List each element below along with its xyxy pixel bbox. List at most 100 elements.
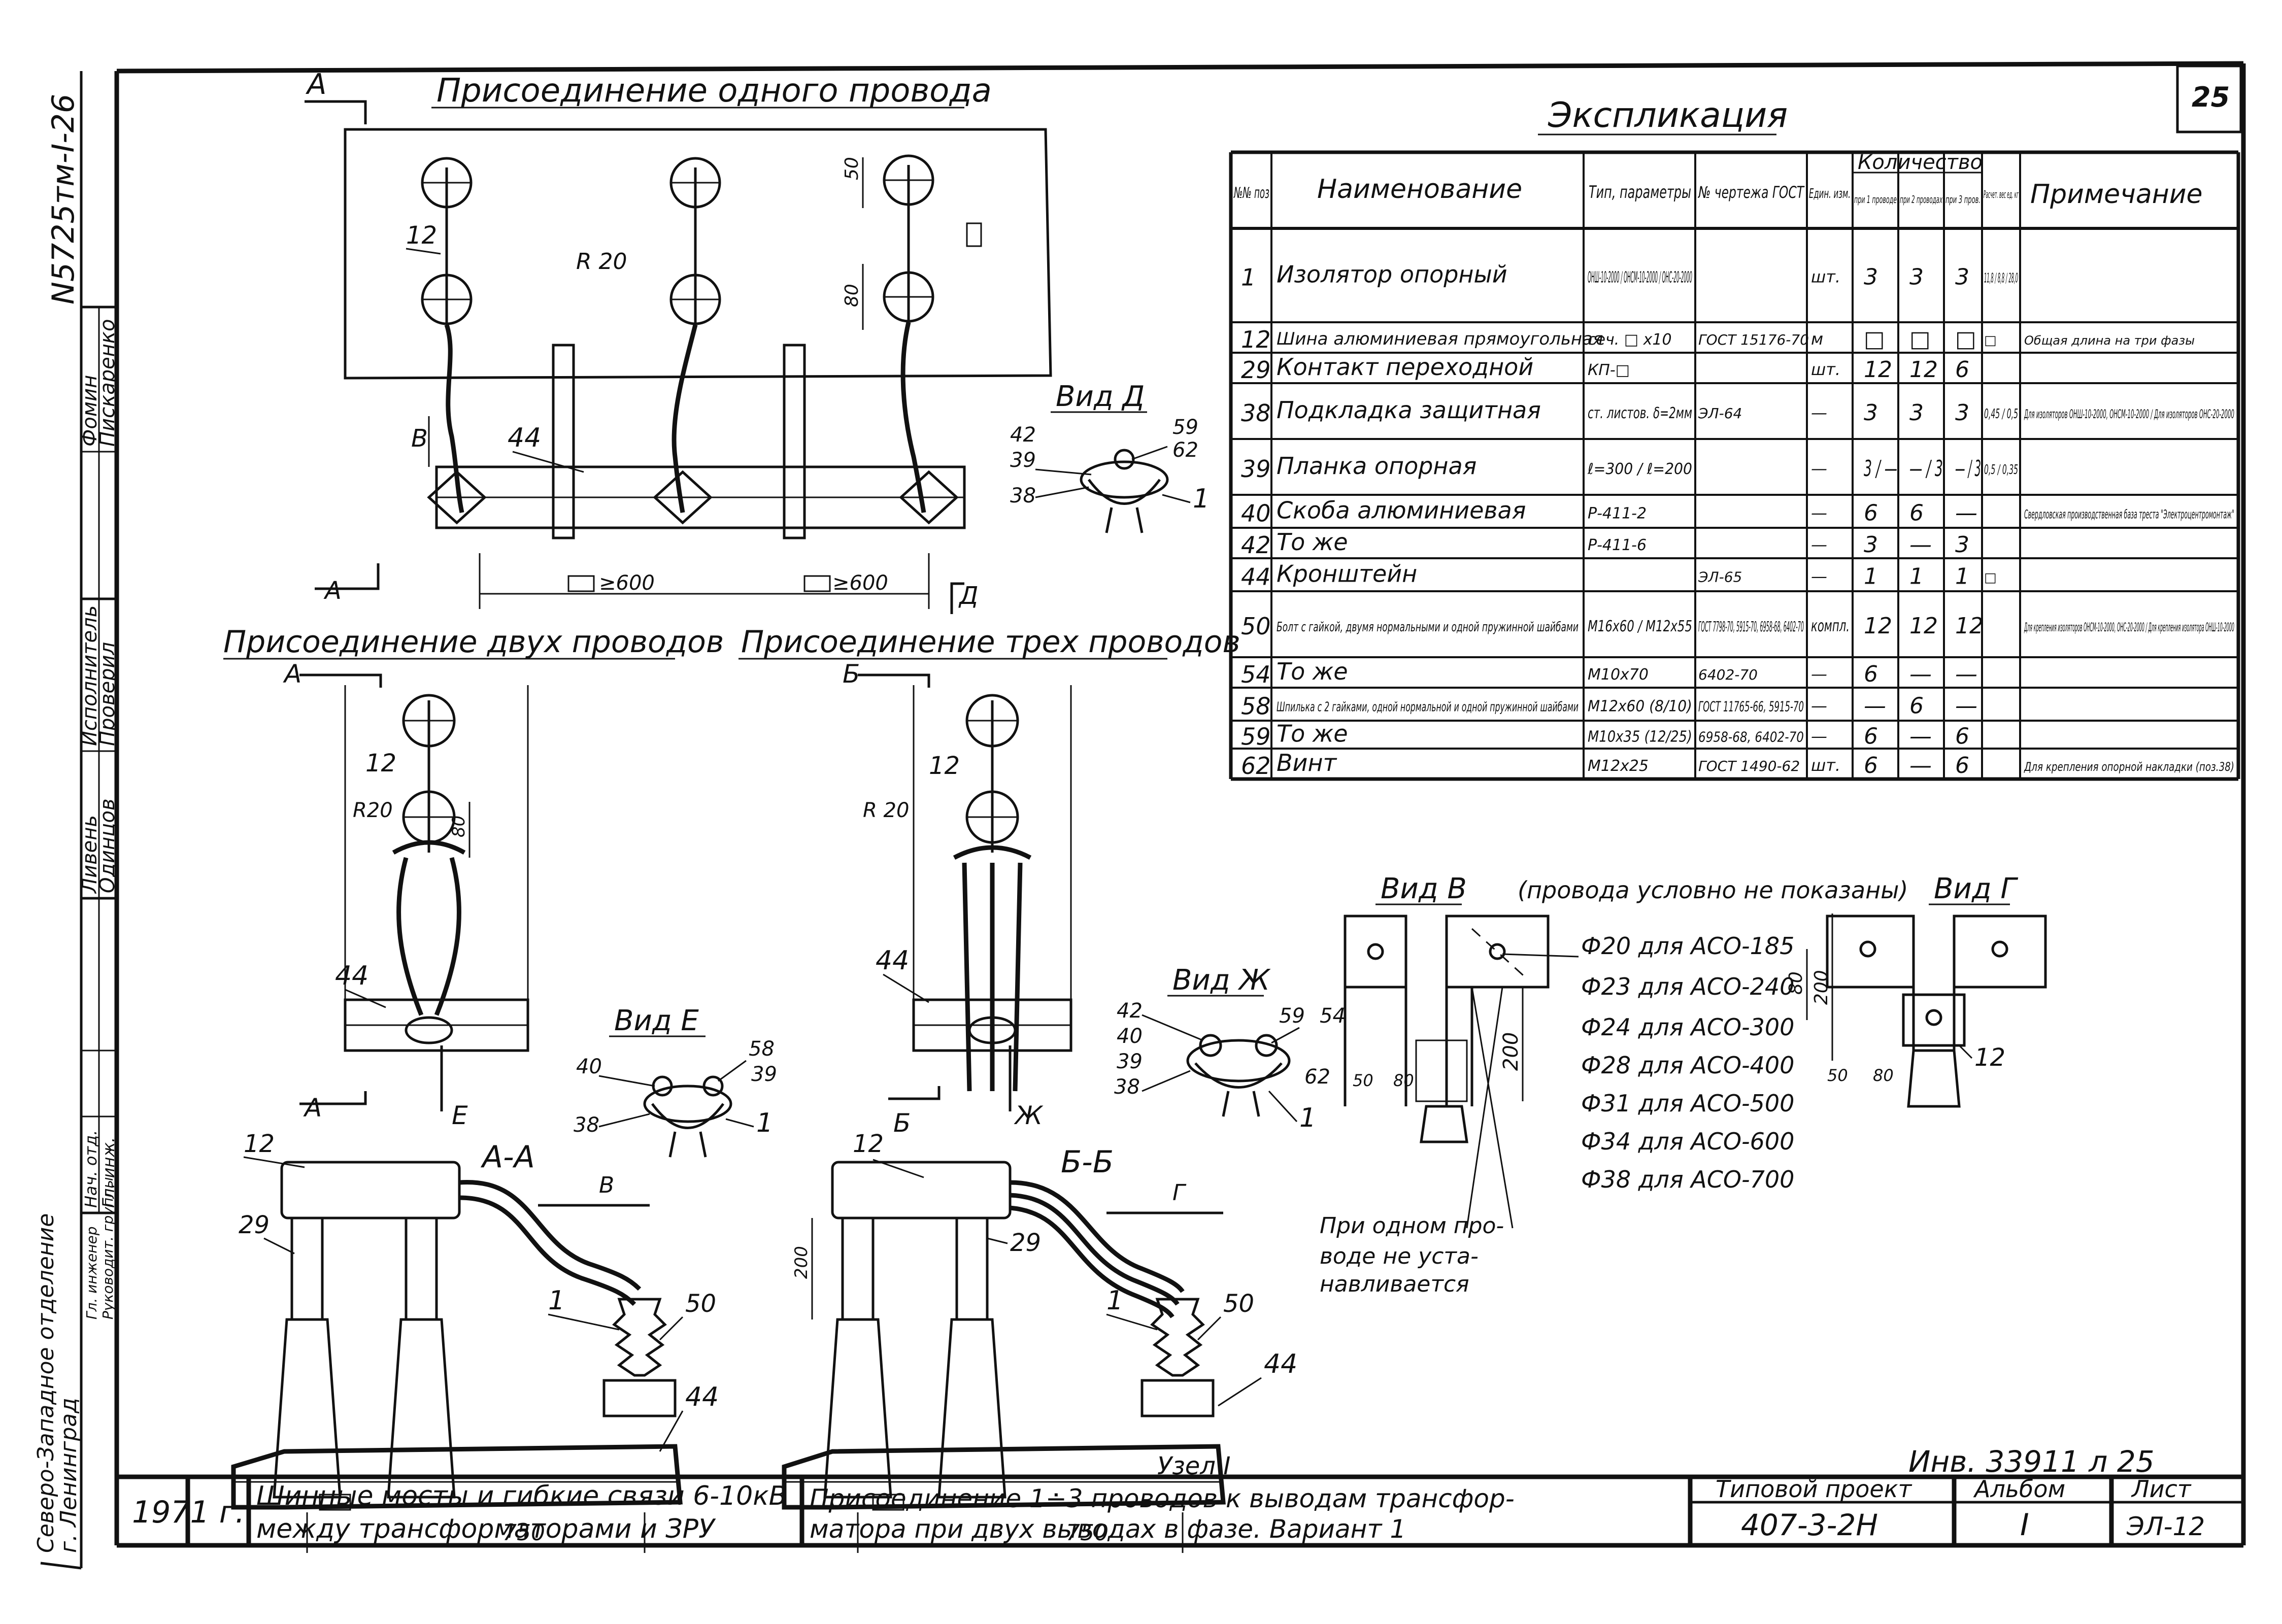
view-e: Вид Е 40 38 58 39 1 [574, 1004, 777, 1158]
row-q1: 6 [1864, 661, 1878, 687]
section-bb-pos44: 44 [1264, 1349, 1297, 1379]
row-unit: компл. [1811, 616, 1850, 635]
section-bb-dim-750: 750 [1066, 1520, 1109, 1546]
row-q3: — / 3 [1955, 456, 1981, 482]
section-bb-pos1: 1 [1106, 1285, 1123, 1316]
one-wire-r20: R 20 [576, 249, 627, 275]
row-weight: □ [1984, 570, 1997, 586]
vid-e-title: Вид Е [614, 1004, 699, 1037]
vid-g-pos12: 12 [1974, 1043, 2005, 1072]
view-v: Вид В (провода условно не показаны) 200 … [1344, 872, 1908, 1143]
section-bb-pos12: 12 [853, 1130, 884, 1158]
insulator-top-1 [427, 470, 487, 525]
strip-name-5: Ливень [78, 815, 102, 894]
vid-d-label-42: 42 [1010, 423, 1036, 447]
three-wires-mark-b1: Б [843, 659, 860, 689]
row-unit: — [1811, 727, 1827, 746]
two-wires-title: Присоединение двух проводов [223, 624, 724, 660]
row-unit: — [1811, 403, 1827, 422]
row-type: КП-□ [1588, 361, 1630, 379]
row-pos: 1 [1241, 264, 1256, 291]
two-wires-mark-e: Е [452, 1101, 468, 1130]
row-name: Винт [1277, 749, 1337, 776]
row-q2: — [1909, 532, 1932, 558]
sheet-number-box: 25 [2176, 64, 2242, 133]
bolt-diameter-list: Ф20 для АСО-185 Ф23 для АСО-240 Ф24 для … [1502, 932, 1794, 1193]
bolt-line-7: Ф38 для АСО-700 [1581, 1166, 1794, 1193]
row-pos: 59 [1241, 723, 1271, 751]
row-type: Р-411-6 [1588, 536, 1647, 554]
org-line-2: г. Ленинград [56, 1398, 82, 1553]
vid-zh-title: Вид Ж [1172, 964, 1271, 997]
row-q1: □ [1864, 326, 1885, 352]
bolt-line-6: Ф34 для АСО-600 [1581, 1128, 1794, 1155]
row-q3: 6 [1955, 753, 1969, 779]
row-type: Р-411-2 [1588, 505, 1647, 523]
row-weight: 11,8 / 8,8 / 28,0 [1984, 271, 2018, 286]
vid-zh-label-40: 40 [1117, 1025, 1143, 1048]
row-pos: 54 [1241, 661, 1271, 688]
one-wire-pos44: 44 [508, 423, 541, 453]
vid-zh-label-38: 38 [1114, 1075, 1140, 1099]
row-q3: — [1955, 500, 1977, 526]
bolt-line-2: Ф23 для АСО-240 [1581, 973, 1794, 1000]
bolt-line-4: Ф28 для АСО-400 [1581, 1052, 1794, 1079]
vid-g-dim-80: 80 [1786, 971, 1806, 995]
row-q2: 12 [1909, 613, 1938, 639]
explication-rows: 1 Изолятор опорный ОНШ-10-2000 / ОНСМ-10-2… [1241, 261, 2234, 780]
vid-d-label-62: 62 [1172, 438, 1198, 462]
vid-d-label-1: 1 [1193, 484, 1210, 514]
row-q2: 6 [1909, 693, 1924, 719]
row-unit: — [1811, 535, 1827, 554]
view-d: Вид Д 42 39 38 59 62 1 [1010, 380, 1210, 533]
section-aa-title: А-А [480, 1139, 535, 1175]
row-q3: 6 [1955, 724, 1969, 750]
row-unit: шт. [1811, 756, 1840, 775]
row-q2: 3 [1909, 264, 1924, 290]
inventory-number: Инв. 33911 л 25 [1908, 1444, 2155, 1479]
row-q3: □ [1955, 326, 1976, 352]
row-note: Свердловская производственная база трест… [2024, 507, 2234, 522]
section-bb-dim-200: 200 [791, 1246, 812, 1279]
row-unit: — [1811, 567, 1827, 586]
row-name: Изолятор опорный [1277, 261, 1507, 288]
row-drawing: ЭЛ-65 [1698, 569, 1742, 586]
title-block: 1971 г. Шинные мосты и гибкие связи 6-10… [117, 1452, 2243, 1545]
row-q1: 3 [1864, 400, 1878, 426]
row-weight: 0,5 / 0,35 [1984, 462, 2018, 478]
row-q2: 1 [1909, 564, 1924, 590]
three-wires-title: Присоединение трех проводов [741, 624, 1240, 660]
vid-g-dim-200: 200 [1811, 970, 1832, 1005]
vid-v-dim-200: 200 [1499, 1032, 1523, 1071]
three-wires-r20: R 20 [863, 799, 909, 822]
one-wire-dim-80: 80 [842, 284, 862, 307]
row-q1: 12 [1864, 357, 1892, 383]
row-q1: 1 [1864, 564, 1878, 590]
row-unit: — [1811, 503, 1827, 523]
row-pos: 29 [1241, 356, 1271, 384]
tb-year: 1971 г. [132, 1495, 245, 1530]
view-two-wires: Присоединение двух проводов А 12 R20 80 … [223, 624, 724, 1130]
three-wires-mark-zh: Ж [1014, 1101, 1044, 1130]
view-one-wire: Присоединение одного провода А 50 80 12 [305, 68, 1052, 614]
row-drawing: ГОСТ 7798-70, 5915-70, 6958-68, 6402-70 [1698, 618, 1804, 635]
vid-g-dim-80b: 80 [1873, 1066, 1894, 1085]
one-wire-mark-a: А [323, 577, 342, 605]
row-type: ОНШ-10-2000 / ОНСМ-10-2000 / ОНС-20-2000 [1588, 269, 1692, 287]
two-wires-pos12: 12 [365, 749, 396, 777]
strip-role-8: Руководит. группы [99, 1177, 116, 1319]
section-aa-insulator [602, 1298, 677, 1417]
insulator-top-3 [899, 470, 959, 525]
row-name: Планка опорная [1277, 452, 1476, 480]
row-unit: шт. [1811, 360, 1840, 379]
one-wire-pos12: 12 [406, 221, 437, 250]
two-wires-dim-80: 80 [449, 816, 469, 837]
row-weight: □ [1984, 333, 1997, 348]
row-name: Болт с гайкой, двумя нормальными и одной… [1277, 620, 1579, 635]
section-bb-pos50: 50 [1223, 1290, 1254, 1318]
vid-d-label-39: 39 [1010, 449, 1036, 472]
row-name: Подкладка защитная [1277, 396, 1541, 424]
bolt-line-5: Ф31 для АСО-500 [1581, 1090, 1794, 1117]
